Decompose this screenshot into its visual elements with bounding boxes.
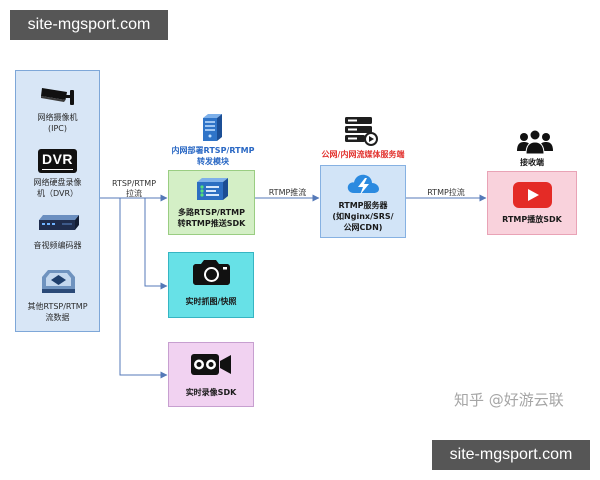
other-stream-label-line-2: 流数据: [45, 313, 70, 322]
encoder-label: 音视频编码器: [33, 241, 82, 250]
server-label-line-2: (如Nginx/SRS/: [332, 212, 394, 221]
stream-device-icon: [42, 270, 75, 293]
edge-label-push: RTMP推流: [268, 188, 307, 197]
receiver-label: RTMP播放SDK: [502, 215, 562, 224]
edge-label-pull-in-line-2: 拉流: [126, 189, 142, 198]
snapshot-box: 实时抓图/快照: [168, 252, 254, 318]
encoder-icon: [39, 215, 79, 230]
rtmp-server-box: RTMP服务器 (如Nginx/SRS/ 公网CDN): [320, 165, 406, 238]
receiver-box: RTMP播放SDK: [487, 171, 577, 235]
other-stream-label-line-1: 其他RTSP/RTMP: [27, 302, 88, 311]
recorder-box: 实时录像SDK: [168, 342, 254, 407]
server-caption: 公网/内网流媒体服务端: [321, 150, 405, 159]
arrow-sources-to-recorder: [119, 198, 168, 379]
ipc-label-line-1: 网络摄像机: [37, 113, 78, 122]
users-icon: [517, 129, 553, 155]
cloud-icon: [347, 174, 379, 195]
relay-label-line-2: 转RTMP推送SDK: [177, 219, 246, 228]
watermark-top: site-mgsport.com: [10, 10, 168, 40]
edge-label-pull-in-line-1: RTSP/RTMP: [111, 179, 157, 188]
dvr-icon: DVR: [38, 149, 77, 173]
server-label-line-3: 公网CDN): [343, 223, 383, 232]
relay-sdk-box: 多路RTSP/RTMP 转RTMP推送SDK: [168, 170, 255, 235]
relay-device-icon: [197, 178, 228, 200]
cctv-camera-icon: [41, 88, 74, 105]
server-rack-icon: [345, 117, 378, 146]
server-tower-icon: [203, 114, 222, 141]
edge-label-pull-out: RTMP拉流: [427, 188, 465, 197]
server-label-line-1: RTMP服务器: [338, 201, 388, 210]
ipc-label-line-2: (IPC): [47, 124, 67, 133]
dvr-label-line-2: 机（DVR）: [36, 189, 79, 198]
author-credit: 知乎 @好游云联: [454, 391, 564, 409]
recorder-label: 实时录像SDK: [185, 388, 237, 397]
relay-caption-line-2: 转发模块: [197, 157, 229, 166]
snapshot-label: 实时抓图/快照: [185, 297, 237, 306]
camera-icon: [193, 260, 230, 285]
arrow-sources-to-snapshot: [144, 198, 168, 290]
play-icon: [513, 182, 552, 208]
video-camera-icon: [191, 354, 231, 375]
receiver-caption: 接收端: [520, 158, 544, 167]
source-devices-panel: 网络摄像机 (IPC) DVR 网络硬盘录像 机（DVR） 音视频编码器 其他R…: [15, 70, 100, 332]
relay-label-line-1: 多路RTSP/RTMP: [178, 208, 245, 217]
relay-caption-line-1: 内网部署RTSP/RTMP: [171, 146, 255, 155]
dvr-label-line-1: 网络硬盘录像: [33, 178, 82, 187]
watermark-bottom: site-mgsport.com: [432, 440, 590, 470]
